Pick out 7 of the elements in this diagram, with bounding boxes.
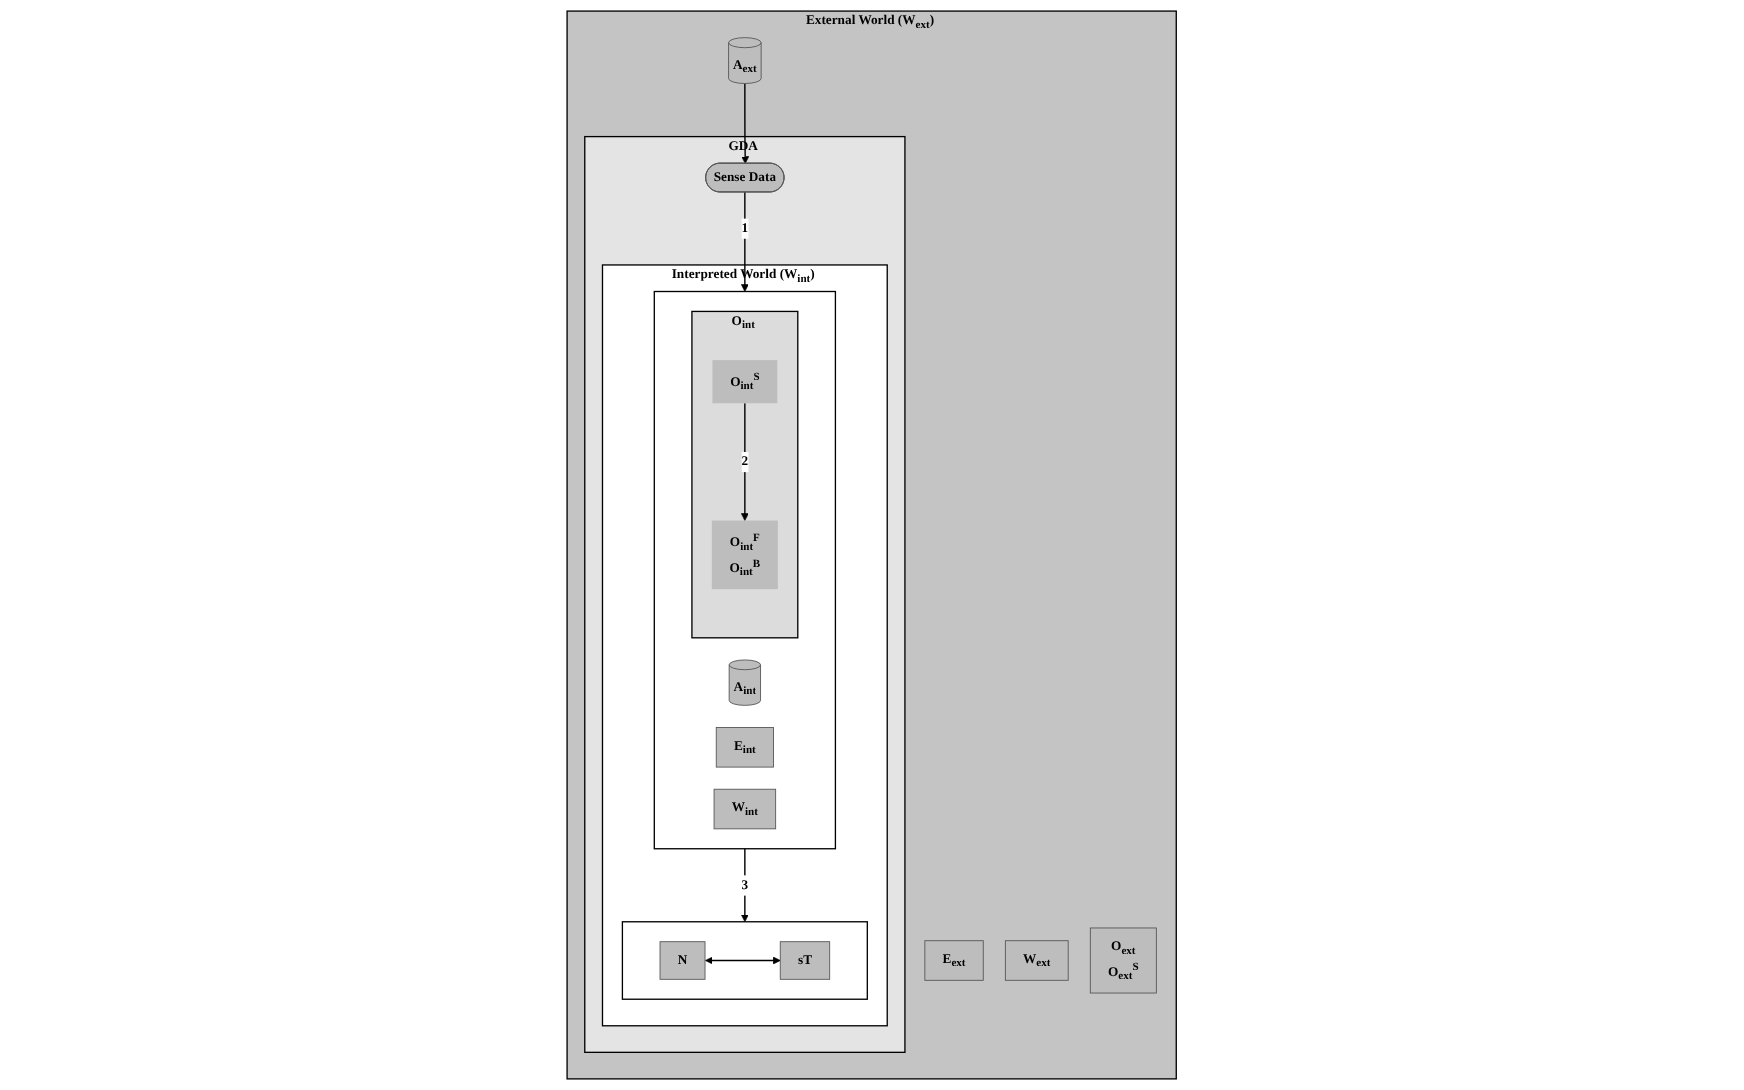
arrow (741, 82, 750, 164)
cluster (653, 290, 837, 850)
arrow (741, 191, 750, 292)
cluster (622, 921, 869, 1000)
arrow (705, 956, 781, 965)
arrow (741, 402, 750, 521)
arrow (741, 848, 750, 923)
